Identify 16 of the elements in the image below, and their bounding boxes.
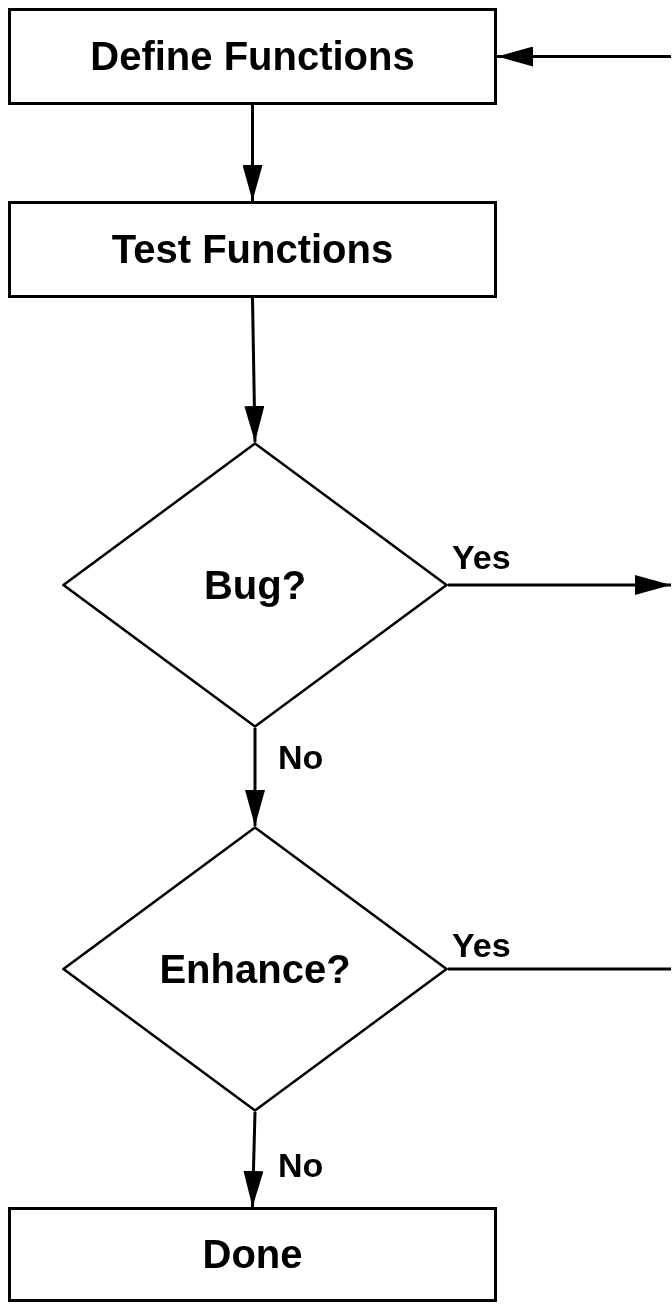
process-box — [8, 1207, 497, 1302]
decision-diamond — [62, 442, 448, 728]
node-label: Bug? — [203, 562, 307, 608]
node-label: Enhance? — [159, 946, 351, 992]
arrow — [242, 105, 263, 201]
process-box — [8, 201, 497, 298]
process-box — [8, 8, 497, 105]
arrow — [245, 728, 265, 826]
decision-diamond — [62, 826, 448, 1112]
arrow — [497, 46, 671, 67]
node-label: Done — [202, 1232, 303, 1277]
arrow — [243, 1111, 264, 1208]
arrow — [448, 575, 671, 595]
node-label: Define Functions — [90, 34, 415, 79]
arrow — [244, 297, 265, 443]
node-label: Test Functions — [111, 227, 394, 272]
